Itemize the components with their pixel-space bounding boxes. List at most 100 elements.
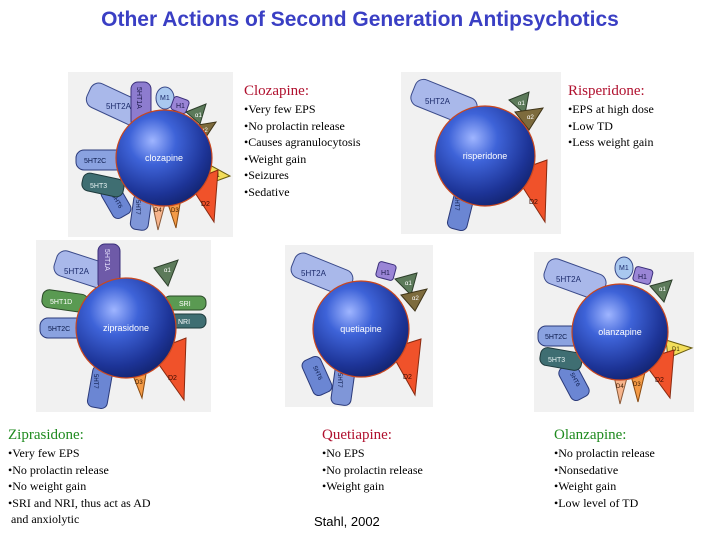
- sphere-label: clozapine: [145, 153, 183, 163]
- receptor-5ht6: 5HT6: [301, 355, 333, 397]
- receptor-label: 5HT7: [453, 196, 459, 211]
- sphere-label: quetiapine: [340, 324, 382, 334]
- risperidone-info: Risperidone: •EPS at high dose •Low TD •…: [568, 82, 654, 151]
- receptor-label: D4: [154, 208, 162, 214]
- list-item: •No prolactin release: [244, 118, 345, 133]
- quetiapine-heading: Quetiapine:: [322, 427, 392, 443]
- list-item: •Less weight gain: [568, 135, 654, 149]
- receptor-label: 5HT2A: [64, 267, 90, 276]
- receptor-label: α1: [405, 281, 412, 287]
- ziprasidone-diagram: 5HT2A 5HT1A α1 SRI NRI D2 D3 5HT7: [36, 240, 211, 412]
- drug-sphere: [571, 283, 669, 381]
- list-item: •Nonsedative: [554, 462, 619, 477]
- list-item: •Sedative: [244, 184, 290, 199]
- clozapine-info: Clozapine: •Very few EPS •No prolactin r…: [244, 82, 361, 200]
- receptor-label: D3: [135, 380, 143, 386]
- list-item: •Weight gain: [244, 151, 307, 166]
- page-title: Other Actions of Second Generation Antip…: [101, 8, 619, 31]
- list-item: •No prolactin release: [322, 462, 423, 477]
- receptor-label: 5HT2C: [48, 326, 70, 333]
- receptor-alpha1: α1: [508, 91, 530, 115]
- sphere-label: ziprasidone: [103, 323, 149, 333]
- receptor-label: D2: [529, 199, 538, 206]
- receptor-m1: M1: [614, 256, 634, 280]
- list-item: •No EPS: [322, 446, 365, 460]
- drug-sphere: [115, 109, 213, 207]
- receptor-label: 5HT1D: [50, 299, 72, 306]
- receptor-label: α1: [164, 268, 171, 274]
- receptor-label: D3: [633, 382, 641, 388]
- receptor-label: 5HT2A: [106, 102, 132, 111]
- quetiapine-info: Quetiapine: •No EPS •No prolactin releas…: [322, 426, 423, 495]
- receptor-label: M1: [619, 265, 629, 272]
- receptor-label: α2: [412, 296, 419, 302]
- olanzapine-diagram: 5HT2A M1 H1 α1 D1 D2 D3 D4: [534, 252, 694, 412]
- receptor-label: 5HT2C: [84, 158, 106, 165]
- clozapine-diagram: 5HT2A 5HT1A M1 H1 α1 α2 D1 D2: [68, 72, 233, 237]
- receptor-5ht3: 5HT3: [539, 347, 583, 371]
- ziprasidone-info: Ziprasidone: •Very few EPS •No prolactin…: [8, 426, 151, 528]
- risperidone-diagram: 5HT2A α1 α2 D2 5HT7 risperidone: [401, 72, 561, 234]
- receptor-alpha1: α1: [153, 259, 179, 288]
- list-item: •Low TD: [568, 118, 613, 133]
- clozapine-heading: Clozapine:: [244, 83, 309, 99]
- receptor-label: D4: [616, 384, 624, 390]
- receptor-h1: H1: [632, 266, 654, 285]
- list-item: •No weight gain: [8, 479, 87, 493]
- receptor-label: 5HT7: [134, 200, 140, 215]
- list-item: •Very few EPS: [8, 446, 80, 460]
- receptor-label: α1: [195, 113, 202, 119]
- list-item: •EPS at high dose: [568, 102, 654, 116]
- receptor-label: α2: [527, 115, 534, 121]
- receptor-alpha2: α2: [400, 288, 428, 312]
- list-item: •Seizures: [244, 168, 289, 182]
- receptor-label: H1: [638, 274, 647, 281]
- receptor-label: SRI: [179, 301, 191, 308]
- ziprasidone-heading: Ziprasidone:: [8, 427, 84, 443]
- receptor-alpha1: α1: [185, 103, 207, 125]
- list-item: •No prolactin release: [8, 462, 109, 477]
- receptor-label: 5HT2A: [556, 275, 582, 284]
- receptor-label: 5HT3: [548, 357, 565, 364]
- olanzapine-heading: Olanzapine:: [554, 427, 627, 443]
- list-item: •Low level of TD: [554, 495, 639, 510]
- receptor-label: 5HT3: [90, 183, 107, 190]
- list-item: •Causes agranulocytosis: [244, 135, 361, 149]
- receptor-h1: H1: [375, 261, 397, 281]
- receptor-label: NRI: [178, 319, 190, 326]
- receptor-label: M1: [160, 95, 170, 102]
- receptor-label: H1: [176, 103, 185, 110]
- list-item: •No prolactin release: [554, 446, 655, 460]
- drug-sphere: [312, 280, 410, 378]
- receptor-label: 5HT2A: [301, 269, 327, 278]
- sphere-label: olanzapine: [598, 327, 642, 337]
- receptor-label: 5HT6: [311, 365, 323, 381]
- drug-sphere: [434, 105, 536, 207]
- receptor-label: 5HT2A: [425, 97, 451, 106]
- receptor-label: D2: [168, 375, 177, 382]
- olanzapine-info: Olanzapine: •No prolactin release •Nonse…: [554, 426, 655, 511]
- receptor-label: H1: [381, 270, 390, 277]
- list-item: •Weight gain: [322, 479, 385, 493]
- receptor-label: 5HT7: [336, 373, 342, 388]
- receptor-label: 5HT1A: [103, 249, 110, 271]
- list-item: •Weight gain: [554, 479, 617, 493]
- list-item: •SRI and NRI, thus act as AD: [8, 495, 151, 510]
- citation: Stahl, 2002: [314, 514, 380, 529]
- receptor-label: D2: [403, 374, 412, 381]
- receptor-alpha2: α2: [514, 107, 545, 131]
- drug-sphere: [75, 277, 177, 379]
- receptor-label: 5HT2C: [545, 334, 567, 341]
- receptor-label: D2: [201, 201, 210, 208]
- receptor-alpha1: α1: [649, 279, 673, 303]
- receptor-label: 5HT1A: [135, 87, 142, 109]
- quetiapine-diagram: 5HT2A H1 α1 α2 D2 5HT7 5HT6 quetiapine: [285, 245, 433, 407]
- sphere-label: risperidone: [463, 151, 508, 161]
- list-item: •Very few EPS: [244, 102, 316, 116]
- risperidone-heading: Risperidone:: [568, 83, 645, 99]
- receptor-label: D3: [171, 208, 179, 214]
- receptor-label: D1: [672, 347, 680, 353]
- list-item: and anxiolytic: [8, 512, 80, 526]
- receptor-label: α1: [659, 287, 666, 293]
- receptor-label: D2: [655, 377, 664, 384]
